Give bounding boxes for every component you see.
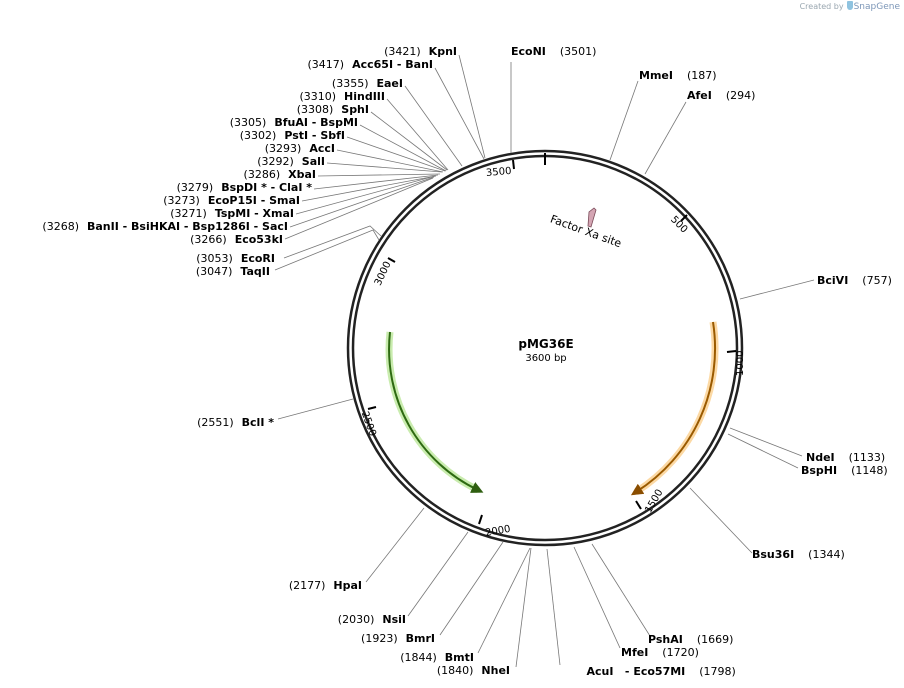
restriction-sites-right: EcoNI(3501) MmeI(187) AfeI(294) BciVI(75… [511, 45, 892, 678]
leader-line-nsii [407, 531, 469, 617]
site-label-bcli[interactable]: (2551)BclI * [197, 416, 274, 429]
tick-label-2000: 2000 [484, 524, 511, 539]
tick-mark-3500 [512, 159, 515, 170]
leader-line-acc65i [434, 67, 485, 160]
snapgene-logo-icon [846, 1, 853, 10]
leader-line-acui [546, 548, 561, 666]
site-label-ecori[interactable]: (3053)EcoRI [196, 252, 275, 265]
leader-line-mmei [609, 80, 639, 161]
site-label-psti-sbfi[interactable]: (3302)PstI - SbfI [240, 129, 345, 142]
leader-line-acci [336, 149, 444, 173]
site-label-bspdi-clai[interactable]: (3279)BspDI * - ClaI * [177, 181, 313, 194]
site-label-eco53ki[interactable]: (3266)Eco53kI [190, 233, 283, 246]
leader-line-ecori [283, 225, 382, 259]
leader-line-bfuai [359, 124, 447, 172]
tick-mark-3000 [387, 257, 396, 263]
site-label-sphi[interactable]: (3308)SphI [297, 103, 369, 116]
leader-line-eaei [404, 85, 463, 167]
leader-line-bmti [477, 547, 531, 654]
leader-line-hpai [365, 507, 425, 583]
site-label-nsii[interactable]: (2030)NsiI [338, 613, 406, 626]
site-label-xbai[interactable]: (3286)XbaI [244, 168, 316, 181]
leader-line-taqii [274, 229, 380, 271]
tick-mark-500 [680, 214, 688, 222]
site-label-pshai[interactable]: PshAI(1669) [648, 633, 733, 646]
leader-line-bmri [439, 541, 504, 636]
site-label-eaei[interactable]: (3355)EaeI [332, 77, 403, 90]
site-label-bsu36i[interactable]: Bsu36I(1344) [752, 548, 845, 561]
feature-orange-orf [630, 321, 719, 496]
site-label-mfei[interactable]: MfeI(1720) [621, 646, 699, 659]
site-label-bsphi[interactable]: BspHI(1148) [801, 464, 888, 477]
site-label-mmei[interactable]: MmeI(187) [639, 69, 717, 82]
site-label-bcivi[interactable]: BciVI(757) [817, 274, 892, 287]
site-label-hindiii[interactable]: (3310)HindIII [299, 90, 385, 103]
feature-factor-xa-site: Factor Xa site [548, 207, 623, 250]
site-label-ndei[interactable]: NdeI(1133) [806, 451, 885, 464]
leader-line-xbai [317, 173, 441, 177]
plasmid-name: pMG36E [518, 337, 573, 351]
tick-mark-2500 [367, 406, 377, 410]
site-label-acci[interactable]: (3293)AccI [265, 142, 335, 155]
leader-lines [274, 54, 815, 668]
leader-line-ecop15i [301, 175, 437, 202]
site-label-banii-bsihkai-bsp1286i-saci[interactable]: (3268)BanII - BsiHKAI - Bsp1286I - SacI [42, 220, 288, 233]
site-label-kpni[interactable]: (3421)KpnI [384, 45, 457, 58]
leader-line-bcivi [739, 279, 815, 300]
leader-line-ndei [729, 427, 803, 457]
leader-line-nhei [515, 547, 532, 668]
tick-label-1000: 1000 [735, 351, 746, 376]
site-label-nhei[interactable]: (1840)NheI [437, 664, 510, 677]
leader-line-eco53ki [284, 177, 434, 240]
site-label-taqii[interactable]: (3047)TaqII [196, 265, 270, 278]
site-label-econi[interactable]: EcoNI(3501) [511, 45, 596, 58]
site-label-bmti[interactable]: (1844)BmtI [400, 651, 474, 664]
site-label-acc65i-bani[interactable]: (3417)Acc65I - BanI [308, 58, 434, 71]
leader-line-bsu36i [689, 487, 753, 554]
site-label-tspmi-xmai[interactable]: (3271)TspMI - XmaI [170, 207, 294, 220]
leader-line-bspdi [313, 174, 439, 190]
site-label-bfuai-bspmi[interactable]: (3305)BfuAI - BspMI [230, 116, 358, 129]
leader-line-kpni [458, 54, 486, 159]
backbone-outer-ring [346, 149, 744, 547]
factor-xa-site-arrow [587, 207, 597, 228]
restriction-sites-left: (3421)KpnI (3417)Acc65I - BanI (3355)Eae… [42, 45, 510, 677]
site-label-bmri[interactable]: (1923)BmrI [361, 632, 435, 645]
tick-label-2500: 2500 [359, 410, 378, 438]
green-orf-arrow [388, 331, 484, 493]
leader-line-bcli [277, 398, 354, 420]
credit-brand: SnapGene [853, 2, 900, 12]
orange-orf-arrow [630, 321, 716, 496]
site-label-acui-eco57mi[interactable]: AcuI - Eco57MI(1798) [562, 665, 753, 678]
tick-mark-1000 [726, 350, 737, 353]
site-label-afei[interactable]: AfeI(294) [687, 89, 755, 102]
site-label-hpai[interactable]: (2177)HpaI [289, 579, 362, 592]
leader-line-pshai [591, 543, 651, 637]
tick-mark-1500 [635, 500, 642, 510]
tick-mark-2000 [478, 514, 483, 525]
leader-line-banii [289, 176, 435, 228]
tick-marks [367, 159, 737, 525]
tick-label-3000: 3000 [373, 260, 394, 288]
leader-line-afei [644, 101, 687, 175]
leader-line-sphi [370, 111, 448, 171]
plasmid-length: 3600 bp [525, 353, 566, 364]
leader-line-psti [346, 136, 446, 172]
leader-line-mfei [573, 546, 621, 649]
leader-line-sali [326, 162, 443, 173]
site-label-sali[interactable]: (3292)SalI [257, 155, 325, 168]
tick-label-3500: 3500 [486, 166, 512, 179]
leader-line-bsphi [727, 433, 799, 469]
factor-xa-site-label: Factor Xa site [548, 212, 623, 250]
site-label-ecop15i-smai[interactable]: (3273)EcoP15I - SmaI [163, 194, 300, 207]
feature-green-orf [385, 331, 484, 494]
credit-prefix: Created by [799, 2, 844, 11]
leader-line-hindiii [386, 98, 449, 171]
snapgene-credit: Created by SnapGene [800, 1, 900, 12]
leader-line-tspmi [295, 175, 436, 215]
